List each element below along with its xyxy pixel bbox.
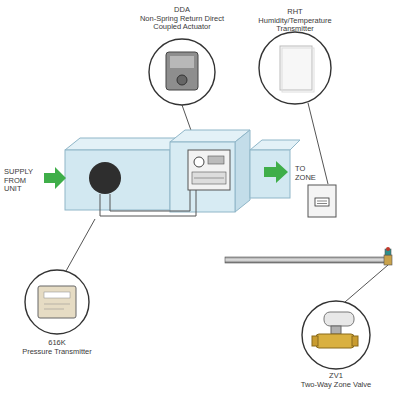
part-code: ZV1 <box>296 372 376 381</box>
part-name: Two-Way Zone Valve <box>296 381 376 390</box>
part-name: Humidity/Temperature Transmitter <box>250 17 340 34</box>
callout-label: RHTHumidity/Temperature Transmitter <box>250 8 340 34</box>
flow-label: SUPPLY FROM UNIT <box>4 168 42 194</box>
callout-label: DDANon-Spring Return Direct Coupled Actu… <box>132 6 232 32</box>
part-code: RHT <box>250 8 340 17</box>
callout-label: ZV1Two-Way Zone Valve <box>296 372 376 389</box>
part-code: DDA <box>132 6 232 15</box>
part-name: Non-Spring Return Direct Coupled Actuato… <box>132 15 232 32</box>
part-name: Pressure Transmitter <box>17 348 97 357</box>
flow-label: TO ZONE <box>295 165 319 182</box>
part-code: 616K <box>17 339 97 348</box>
callout-label: 616KPressure Transmitter <box>17 339 97 356</box>
